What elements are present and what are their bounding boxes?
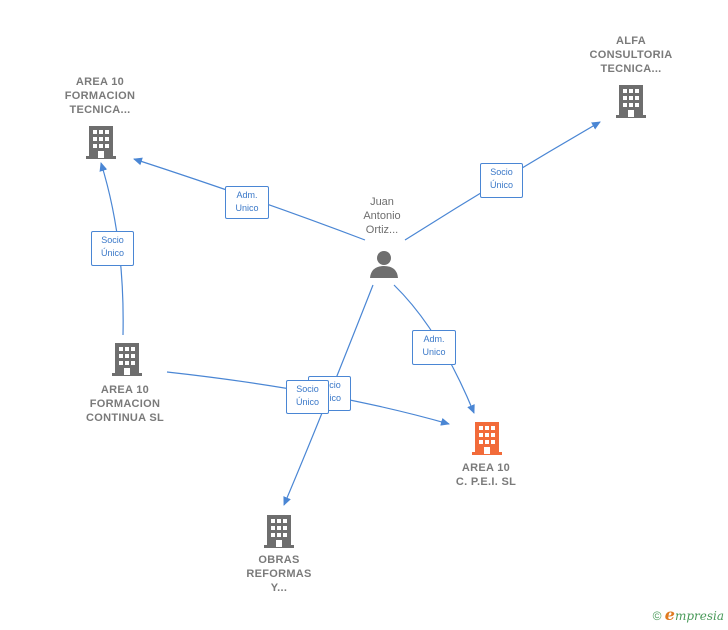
copyright-icon: ©: [652, 609, 662, 623]
node-label-area10-formacion-continua[interactable]: AREA 10 FORMACION CONTINUA SL: [85, 384, 165, 424]
node-label-area10-formacion-tecnica[interactable]: AREA 10 FORMACION TECNICA...: [64, 76, 136, 116]
edge-label-socio-unico: Socio Único: [480, 163, 523, 198]
brand-logo: empresia: [664, 605, 724, 624]
node-label-obras-reformas[interactable]: OBRAS REFORMAS Y...: [246, 554, 312, 594]
person-icon[interactable]: [369, 249, 399, 279]
edge-label-adm-unico: Adm. Unico: [225, 186, 269, 219]
edge-label-socio-unico: Socio Único: [286, 380, 329, 414]
edge-label-adm-unico: Adm. Unico: [412, 330, 456, 365]
building-icon[interactable]: [112, 342, 142, 376]
node-label-juan-antonio[interactable]: Juan Antonio Ortiz...: [363, 196, 401, 236]
node-label-area10-cpei[interactable]: AREA 10 C. P.E.I. SL: [455, 462, 517, 488]
node-label-alfa-consultoria[interactable]: ALFA CONSULTORIA TECNICA...: [589, 35, 673, 75]
brand-footer: © empresia: [653, 605, 724, 624]
building-icon[interactable]: [264, 514, 294, 548]
building-icon[interactable]: [86, 125, 116, 159]
building-icon[interactable]: [472, 421, 502, 455]
building-icon[interactable]: [616, 84, 646, 118]
edge-label-socio-unico: Socio Único: [91, 231, 134, 266]
